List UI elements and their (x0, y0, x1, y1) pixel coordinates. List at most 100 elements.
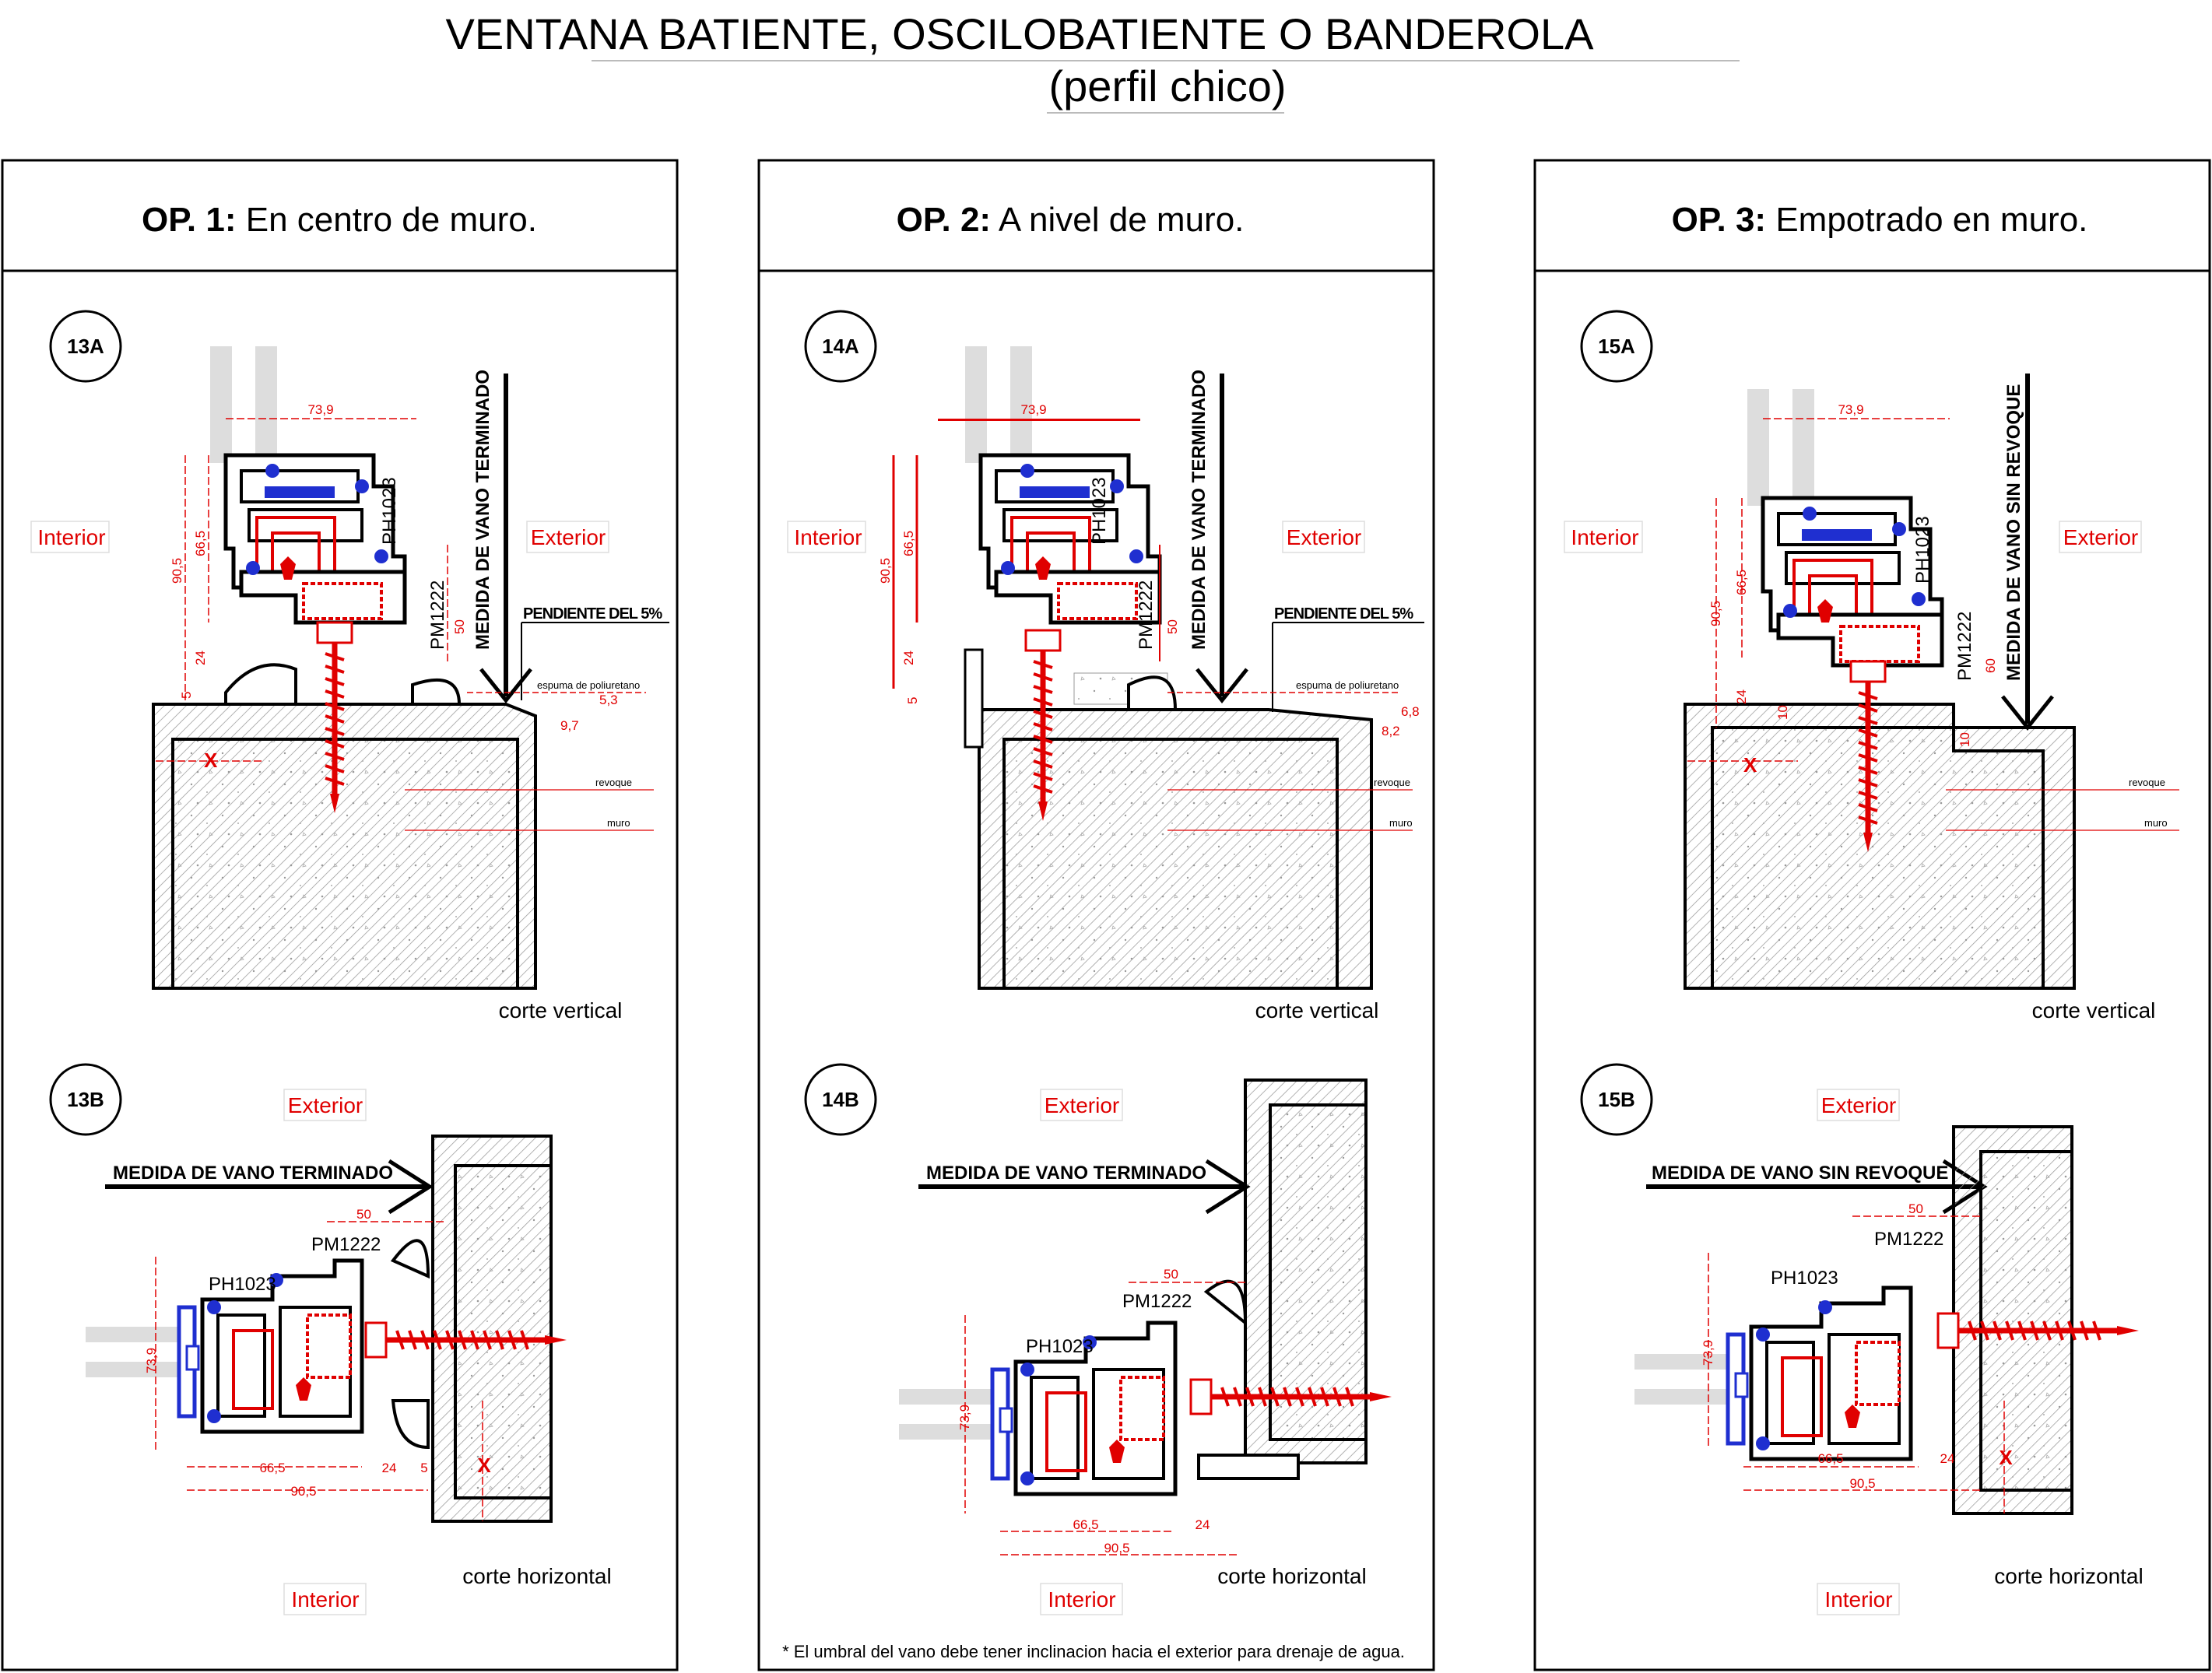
dim-e: 24 (382, 1461, 397, 1475)
detail-badge-label: 15A (1598, 335, 1635, 358)
detail-14b: 14B Exterior MEDIDA DE VANO TERMINADO PH… (782, 1063, 1405, 1661)
corte-vertical: corte vertical (2032, 998, 2156, 1022)
exterior-label: Exterior (1821, 1093, 1896, 1117)
dim-b: 73,9 (1701, 1340, 1715, 1366)
dim-h4: 5 (905, 697, 920, 704)
detail-badge-label: 15B (1598, 1088, 1635, 1111)
detail-badge-label: 14A (822, 335, 859, 358)
interior-label: Interior (1048, 1587, 1115, 1612)
detail-15b: 15B Exterior MEDIDA DE VANO SIN REVOQUE … (1580, 1063, 2144, 1615)
dim-width: 73,9 (1838, 402, 1863, 417)
detail-badge (49, 310, 122, 383)
profile-pm: PM1222 (1874, 1229, 1943, 1250)
dim-d: 90,5 (1104, 1541, 1129, 1556)
column-op1: OP. 1: En centro de muro. 13A Interior E… (1, 159, 679, 1671)
x-mark: X (204, 749, 218, 772)
dim-a: 50 (356, 1207, 371, 1222)
interior-label: Interior (1571, 525, 1638, 549)
detail-badge-label: 14B (822, 1088, 859, 1111)
dim-h2: 66,5 (901, 531, 916, 556)
page-subtitle: (perfil chico) (1049, 61, 1287, 110)
revoque-label: revoque (1374, 777, 1410, 788)
corte-horizontal: corte horizontal (1994, 1564, 2143, 1588)
x-mark: X (1999, 1446, 2013, 1469)
profile-ph: PH1023 (1026, 1336, 1094, 1357)
dim-h3: 24 (193, 651, 208, 665)
interior-label: Interior (291, 1587, 359, 1612)
profile-ph: PH1023 (1089, 477, 1110, 545)
corte-vertical: corte vertical (1255, 998, 1379, 1022)
dim-f: 5 (420, 1461, 427, 1475)
wall-core (1269, 1103, 1368, 1441)
dim-b: 8,2 (1382, 724, 1400, 738)
page-title: VENTANA BATIENTE, OSCILOBATIENTE O BANDE… (446, 9, 1595, 58)
exterior-label: Exterior (288, 1093, 363, 1117)
wall-core (1002, 738, 1339, 990)
dim-h1: 90,5 (1708, 601, 1723, 626)
dim-c: 10 (1957, 732, 1972, 747)
vano-label: MEDIDA DE VANO TERMINADO (926, 1163, 1206, 1184)
profile-pm: PM1222 (311, 1234, 381, 1255)
dim-h3: 24 (901, 651, 916, 665)
vano-label: MEDIDA DE VANO SIN REVOQUE (2003, 384, 2024, 681)
pendiente-label: PENDIENTE DEL 5% (1274, 605, 1413, 623)
column-op2: OP. 2: A nivel de muro. 14A Interior Ext… (757, 159, 1435, 1671)
option-heading: OP. 2: A nivel de muro. (897, 201, 1245, 239)
wall-core (1711, 726, 2045, 990)
dim-h5: 50 (452, 619, 467, 634)
dim-h1: 90,5 (878, 558, 893, 584)
profile-ph: PH1023 (1771, 1268, 1838, 1289)
vano-label: MEDIDA DE VANO SIN REVOQUE (1652, 1163, 1948, 1184)
exterior-label: Exterior (2063, 525, 2138, 549)
dim-b: 9,7 (560, 718, 579, 733)
profile-ph: PH1023 (379, 477, 400, 545)
dim-h4: 5 (179, 692, 194, 699)
vano-label: MEDIDA DE VANO TERMINADO (113, 1163, 393, 1184)
revoque-label: revoque (2129, 777, 2165, 788)
muro-label: muro (1389, 817, 1413, 829)
profile-pm: PM1222 (427, 580, 448, 650)
detail-13b: 13B Exterior MEDIDA DE VANO TERMINADO PH… (49, 1063, 612, 1615)
dim-c: 66,5 (1073, 1517, 1098, 1532)
option-heading: OP. 1: En centro de muro. (142, 201, 537, 239)
wall-core (454, 1164, 553, 1499)
option-heading: OP. 3: Empotrado en muro. (1672, 201, 2088, 239)
detail-badge (1580, 1063, 1653, 1136)
muro-label: muro (2144, 817, 2168, 829)
dim-a: 50 (1164, 1267, 1178, 1282)
dim-h4: 10 (1775, 705, 1790, 720)
pendiente-label: PENDIENTE DEL 5% (523, 605, 662, 623)
interior-label: Interior (1824, 1587, 1892, 1612)
dim-h3: 24 (1734, 689, 1749, 704)
corte-vertical: corte vertical (499, 998, 623, 1022)
muro-label: muro (607, 817, 630, 829)
header: VENTANA BATIENTE, OSCILOBATIENTE O BANDE… (446, 9, 1740, 114)
corte-horizontal: corte horizontal (462, 1564, 611, 1588)
dim-h2: 66,5 (193, 531, 208, 556)
column-op3: OP. 3: Empotrado en muro. 15A Interior E… (1533, 159, 2211, 1671)
panel-frame (1533, 159, 2211, 1671)
dim-a: 5,3 (599, 693, 618, 707)
vano-label: MEDIDA DE VANO TERMINADO (472, 370, 493, 650)
dim-e: 24 (1940, 1451, 1955, 1466)
dim-h1: 90,5 (170, 558, 184, 584)
detail-badge (804, 310, 877, 383)
detail-13a: 13A Interior Exterior MEDIDA DE VANO TER… (30, 310, 669, 1022)
dim-a: 50 (1908, 1201, 1923, 1216)
detail-badge (804, 1063, 877, 1136)
dim-b: 73,9 (957, 1405, 972, 1430)
panel-frame (1, 159, 679, 1671)
profile-pm: PM1222 (1954, 612, 1975, 681)
panel-frame (757, 159, 1435, 1671)
exterior-label: Exterior (1287, 525, 1361, 549)
dim-d: 90,5 (290, 1484, 316, 1499)
profile-pm: PM1222 (1136, 580, 1157, 650)
espuma-label: espuma de poliuretano (1296, 679, 1399, 691)
x-mark: X (1743, 753, 1757, 777)
detail-badge (49, 1063, 122, 1136)
detail-badge (1580, 310, 1653, 383)
interior-label: Interior (794, 525, 862, 549)
footnote: * El umbral del vano debe tener inclinac… (782, 1642, 1405, 1661)
detail-badge-label: 13B (67, 1088, 104, 1111)
